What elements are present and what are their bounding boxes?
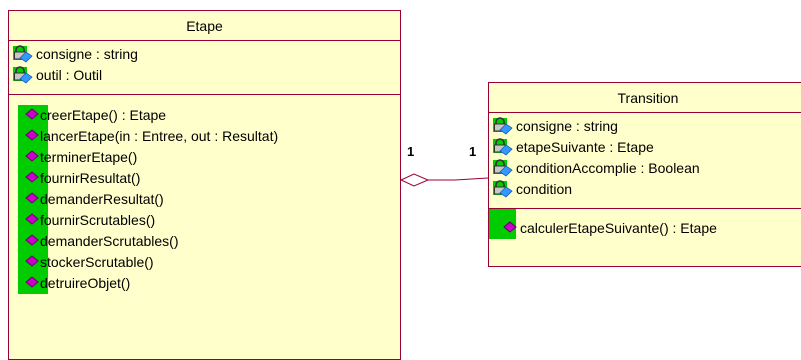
attribute-row[interactable]: condition bbox=[489, 179, 801, 200]
public-operation-icon bbox=[25, 192, 39, 204]
private-attribute-icon bbox=[13, 45, 33, 63]
operation-text: fournirScrutables() bbox=[40, 212, 156, 228]
public-operation-icon bbox=[25, 108, 39, 120]
operation-text: stockerScrutable() bbox=[40, 254, 154, 270]
operation-text: lancerEtape(in : Entree, out : Resultat) bbox=[40, 128, 279, 144]
operation-row[interactable]: demanderResultat() bbox=[9, 189, 400, 210]
operation-row[interactable]: creerEtape() : Etape bbox=[9, 105, 400, 126]
public-operation-icon bbox=[25, 255, 39, 267]
operation-text: demanderResultat() bbox=[40, 191, 164, 207]
private-attribute-icon bbox=[13, 66, 33, 84]
attribute-row[interactable]: consigne : string bbox=[9, 44, 400, 65]
class-etape-attributes: consigne : string outil : Outil bbox=[9, 41, 400, 95]
public-operation-icon bbox=[503, 221, 517, 233]
multiplicity-transition-end: 1 bbox=[469, 144, 477, 159]
private-attribute-icon bbox=[493, 180, 513, 198]
operation-text: detruireObjet() bbox=[40, 275, 131, 291]
attribute-text: consigne : string bbox=[516, 118, 618, 134]
public-operation-icon bbox=[25, 171, 39, 183]
operation-row[interactable]: lancerEtape(in : Entree, out : Resultat) bbox=[9, 126, 400, 147]
attribute-row[interactable]: conditionAccomplie : Boolean bbox=[489, 158, 801, 179]
operation-row[interactable]: fournirScrutables() bbox=[9, 210, 400, 231]
operation-row[interactable]: terminerEtape() bbox=[9, 147, 400, 168]
aggregation-diamond bbox=[399, 173, 430, 187]
operation-text: calculerEtapeSuivante() : Etape bbox=[520, 220, 717, 236]
attribute-text: condition bbox=[516, 181, 573, 197]
class-transition-attributes: consigne : string etapeSuivante : Etape co… bbox=[489, 113, 801, 209]
private-attribute-icon bbox=[493, 138, 513, 156]
attribute-text: conditionAccomplie : Boolean bbox=[516, 160, 700, 176]
class-transition-operations: calculerEtapeSuivante() : Etape bbox=[489, 209, 801, 239]
operation-text: demanderScrutables() bbox=[40, 233, 179, 249]
attribute-text: consigne : string bbox=[36, 46, 138, 62]
public-operation-icon bbox=[25, 129, 39, 141]
multiplicity-etape-end: 1 bbox=[407, 144, 415, 159]
class-transition[interactable]: Transition consigne : string etapeSuivant… bbox=[488, 82, 801, 267]
class-etape-title: Etape bbox=[9, 11, 400, 41]
operation-text: fournirResultat() bbox=[40, 170, 141, 186]
class-etape-operations: creerEtape() : Etape lancerEtape(in : Ent… bbox=[9, 105, 400, 294]
private-attribute-icon bbox=[493, 159, 513, 177]
attribute-row[interactable]: outil : Outil bbox=[9, 65, 400, 86]
operation-row[interactable]: demanderScrutables() bbox=[9, 231, 400, 252]
operation-text: terminerEtape() bbox=[40, 149, 138, 165]
attribute-text: etapeSuivante : Etape bbox=[516, 139, 654, 155]
attribute-row[interactable]: consigne : string bbox=[489, 116, 801, 137]
operation-row[interactable]: fournirResultat() bbox=[9, 168, 400, 189]
public-operation-icon bbox=[25, 234, 39, 246]
class-etape[interactable]: Etape consigne : string outil : Outil cre… bbox=[8, 10, 401, 360]
class-transition-title: Transition bbox=[489, 83, 801, 113]
association-line bbox=[428, 177, 489, 181]
operation-text: creerEtape() : Etape bbox=[40, 107, 167, 123]
operation-row[interactable]: detruireObjet() bbox=[9, 273, 400, 294]
attribute-row[interactable]: etapeSuivante : Etape bbox=[489, 137, 801, 158]
operation-row[interactable]: calculerEtapeSuivante() : Etape bbox=[489, 218, 801, 239]
operation-row[interactable]: stockerScrutable() bbox=[9, 252, 400, 273]
private-attribute-icon bbox=[493, 117, 513, 135]
public-operation-icon bbox=[25, 213, 39, 225]
public-operation-icon bbox=[25, 276, 39, 288]
public-operation-icon bbox=[25, 150, 39, 162]
attribute-text: outil : Outil bbox=[36, 67, 103, 83]
